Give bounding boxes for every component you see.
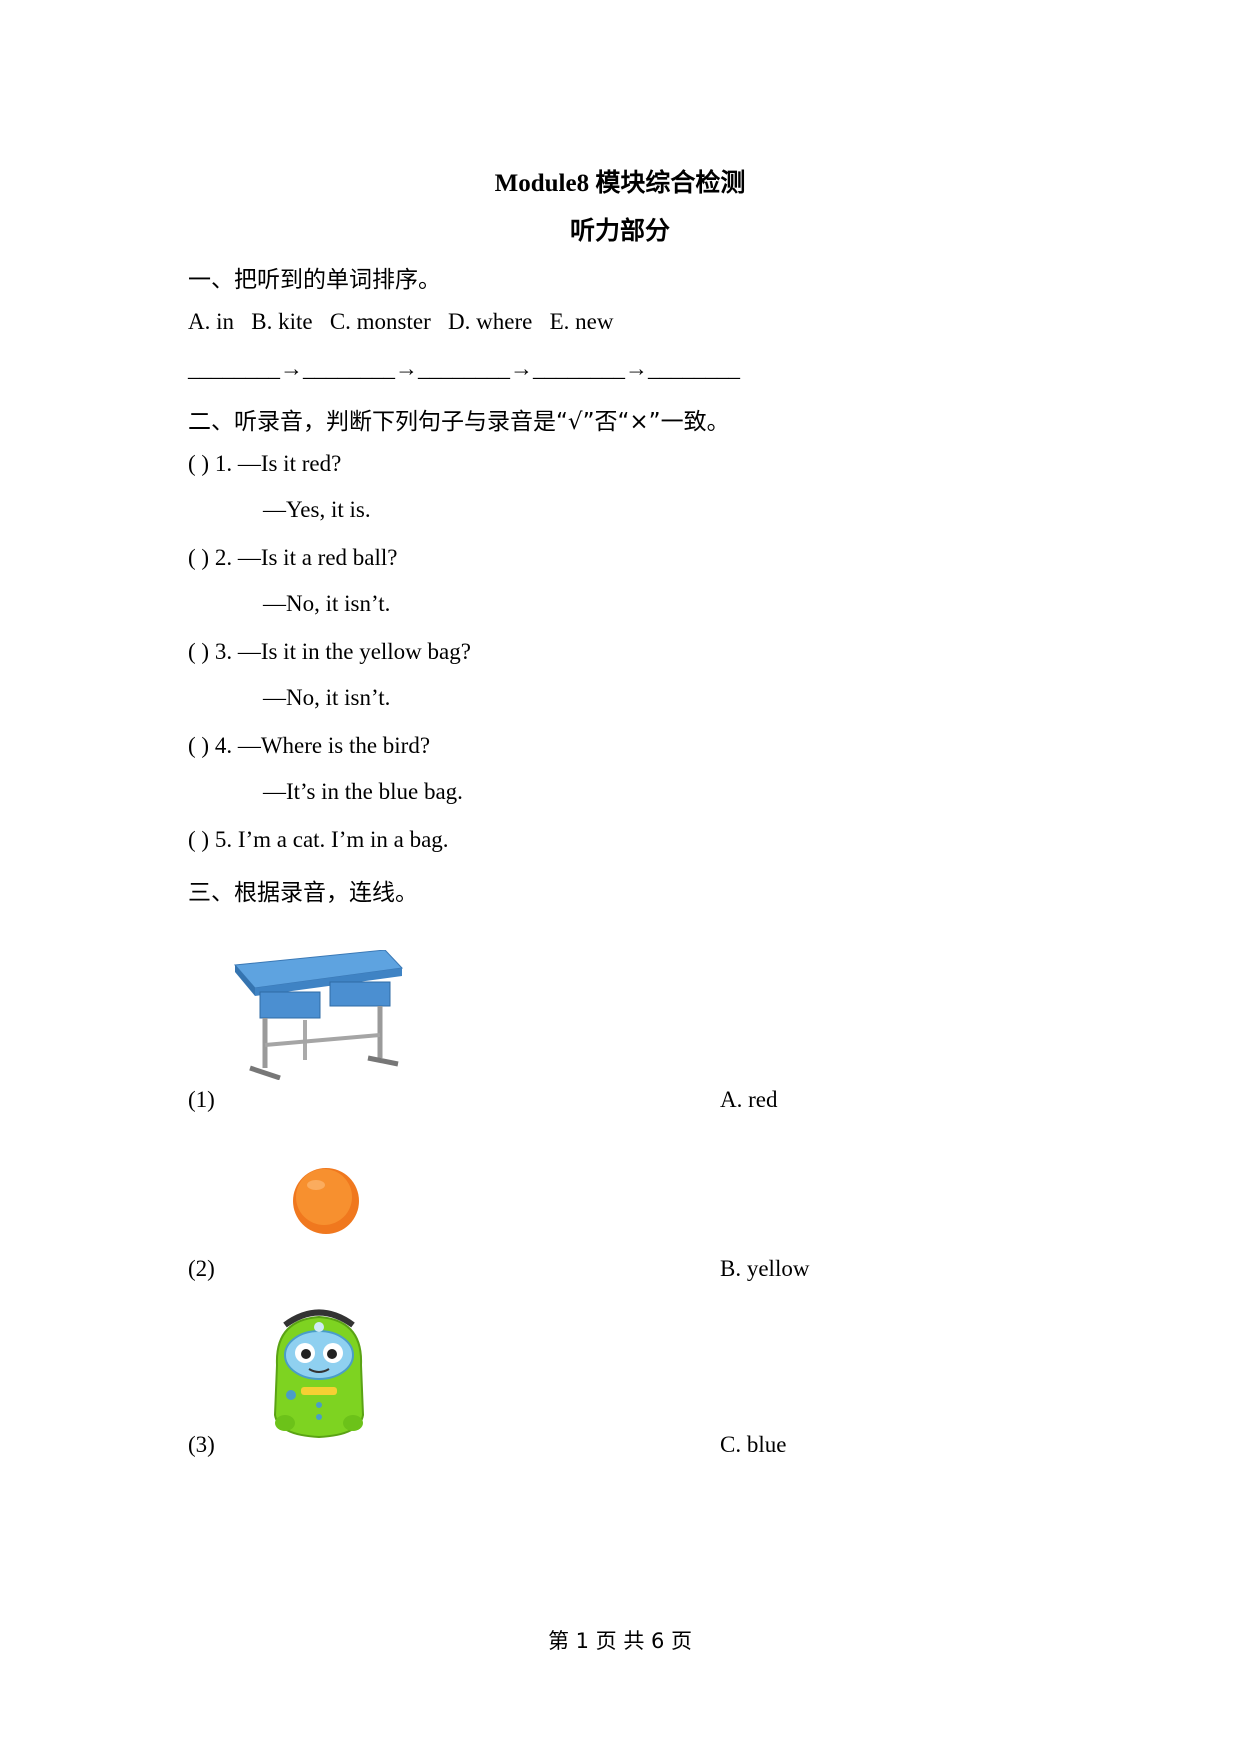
answer-1: —Yes, it is. xyxy=(263,497,371,522)
match-right-c: C. blue xyxy=(720,1432,787,1457)
question-5: ( ) 5. I’m a cat. I’m in a bag. xyxy=(188,827,449,852)
match-left-1: (1) xyxy=(188,1087,215,1112)
answer-3: —No, it isn’t. xyxy=(263,685,391,710)
section1-options: A. in B. kite C. monster D. where E. new xyxy=(188,309,614,334)
match-left-2: (2) xyxy=(188,1256,215,1281)
section3-heading: 三、根据录音，连线。 xyxy=(188,880,418,906)
answer-2: —No, it isn’t. xyxy=(263,591,391,616)
section1-blanks: ________→________→________→________→____… xyxy=(188,356,740,381)
question-2: ( ) 2. —Is it a red ball? xyxy=(188,545,398,570)
page-subtitle: 听力部分 xyxy=(569,218,670,245)
question-4: ( ) 4. —Where is the bird? xyxy=(188,733,431,758)
desk-image xyxy=(233,950,404,1080)
page-title: Module8 模块综合检测 xyxy=(494,170,746,197)
match-right-b: B. yellow xyxy=(720,1256,810,1281)
question-1: ( ) 1. —Is it red? xyxy=(188,451,342,476)
answer-4: —It’s in the blue bag. xyxy=(263,779,463,804)
section2-heading: 二、听录音，判断下列句子与录音是“√”否“×”一致。 xyxy=(188,409,730,435)
section1-heading: 一、把听到的单词排序。 xyxy=(188,267,441,293)
match-left-3: (3) xyxy=(188,1432,215,1457)
page-footer: 第 1 页 共 6 页 xyxy=(547,1629,693,1653)
question-3: ( ) 3. —Is it in the yellow bag? xyxy=(188,639,471,664)
match-right-a: A. red xyxy=(720,1087,778,1112)
ball-image xyxy=(293,1168,359,1234)
backpack-image xyxy=(273,1309,365,1439)
